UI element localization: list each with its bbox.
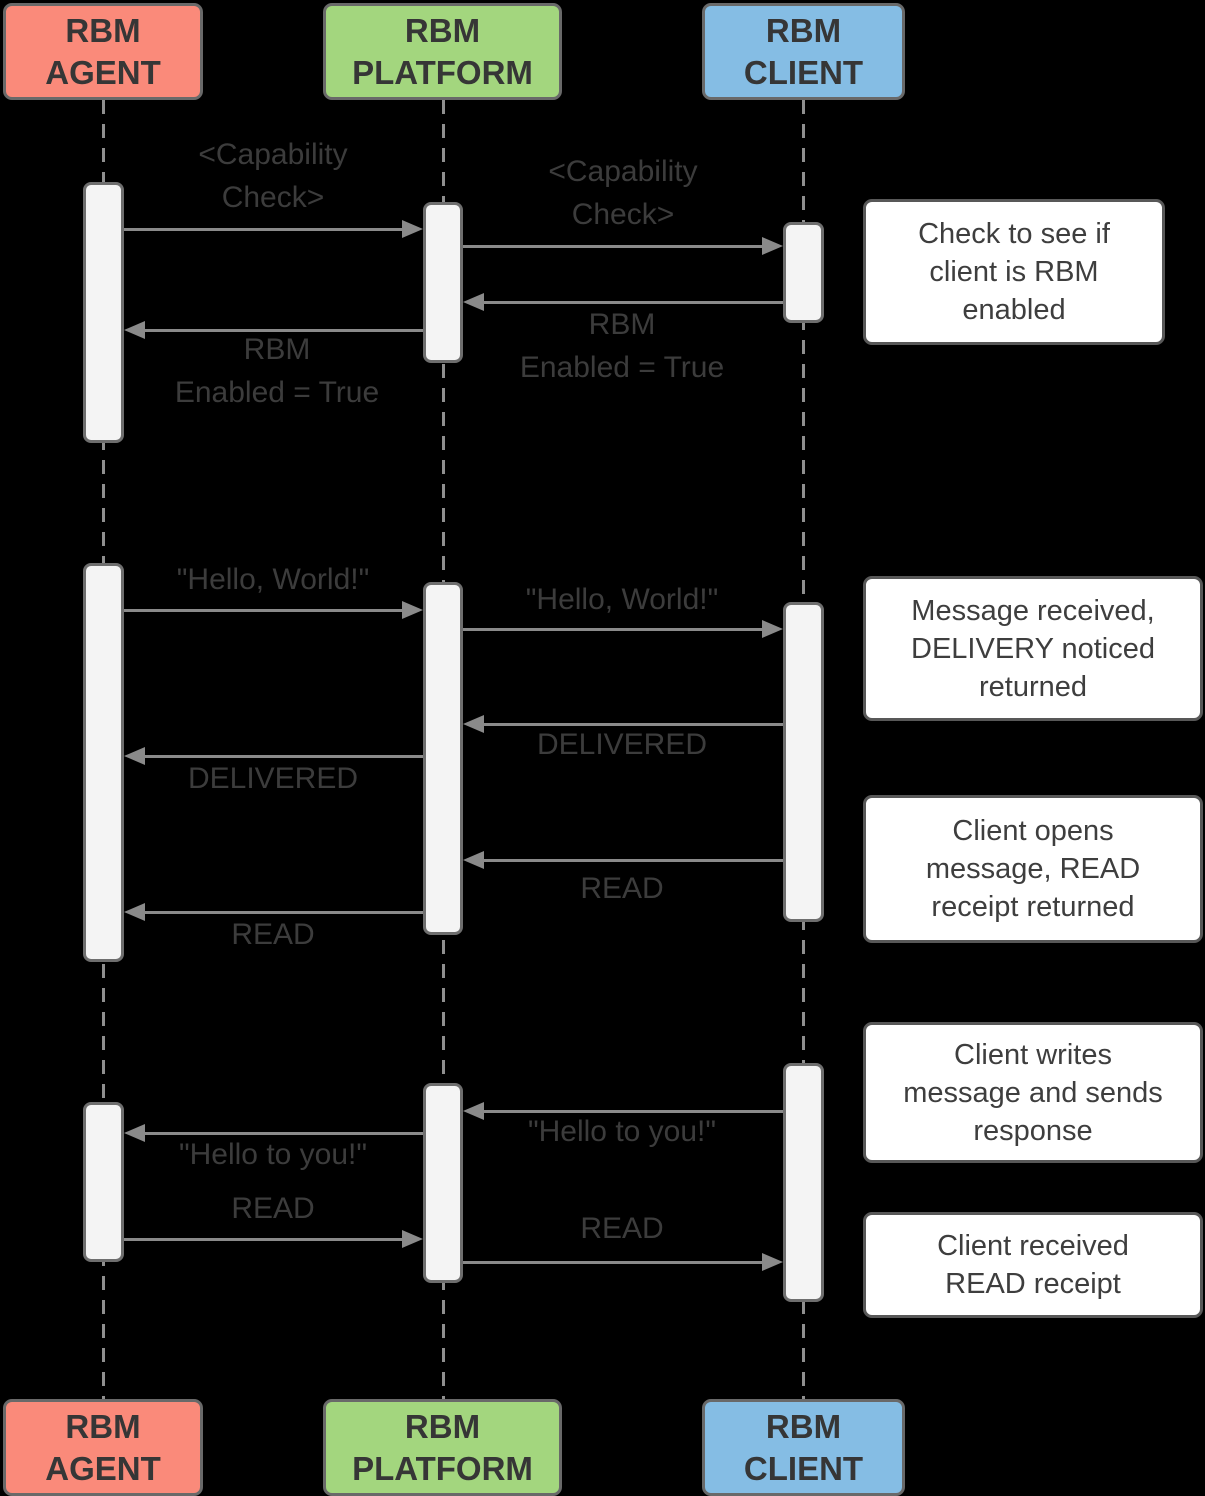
- message-label: "Hello to you!": [178, 1138, 368, 1171]
- activation-bar-platform: [423, 582, 463, 935]
- message-label: "Hello to you!": [527, 1115, 717, 1148]
- message-arrowhead-icon: [124, 321, 145, 339]
- message-arrowhead-icon: [124, 903, 145, 921]
- message-label: "Hello, World!": [525, 583, 719, 616]
- message-line: [124, 227, 404, 231]
- message-label: READ: [231, 1192, 315, 1225]
- activation-bar-agent: [83, 182, 124, 443]
- message-label: "Hello, World!": [176, 563, 370, 596]
- message-arrowhead-icon: [762, 620, 783, 638]
- activation-bar-agent: [83, 563, 124, 962]
- message-line: [143, 754, 423, 758]
- message-line: [463, 244, 764, 248]
- message-arrowhead-icon: [762, 1253, 783, 1271]
- message-line: [482, 722, 783, 726]
- message-arrowhead-icon: [402, 1230, 423, 1248]
- message-arrowhead-icon: [402, 220, 423, 238]
- message-arrowhead-icon: [463, 715, 484, 733]
- message-line: [463, 1260, 764, 1264]
- message-label: DELIVERED: [536, 728, 708, 761]
- message-line: [124, 608, 404, 612]
- message-line: [124, 1237, 404, 1241]
- message-label: DELIVERED: [187, 762, 359, 795]
- activation-bar-client: [783, 602, 824, 922]
- message-arrowhead-icon: [463, 851, 484, 869]
- message-line: [463, 627, 764, 631]
- message-line: [143, 328, 423, 332]
- message-arrowhead-icon: [124, 1124, 145, 1142]
- message-line: [482, 858, 783, 862]
- activation-bar-client: [783, 222, 824, 323]
- message-arrowhead-icon: [463, 293, 484, 311]
- message-line: [482, 300, 783, 304]
- message-arrowhead-icon: [124, 747, 145, 765]
- activation-bar-client: [783, 1063, 824, 1302]
- message-label: READ: [580, 1212, 664, 1245]
- message-line: [143, 1131, 423, 1135]
- activation-bar-platform: [423, 1083, 463, 1283]
- message-label: READ: [231, 918, 315, 951]
- activation-bar-platform: [423, 202, 463, 363]
- message-line: [143, 910, 423, 914]
- activation-bar-agent: [83, 1102, 124, 1262]
- message-arrowhead-icon: [402, 601, 423, 619]
- message-arrowhead-icon: [463, 1102, 484, 1120]
- message-arrowhead-icon: [762, 237, 783, 255]
- message-line: [482, 1109, 783, 1113]
- message-label: READ: [580, 872, 664, 905]
